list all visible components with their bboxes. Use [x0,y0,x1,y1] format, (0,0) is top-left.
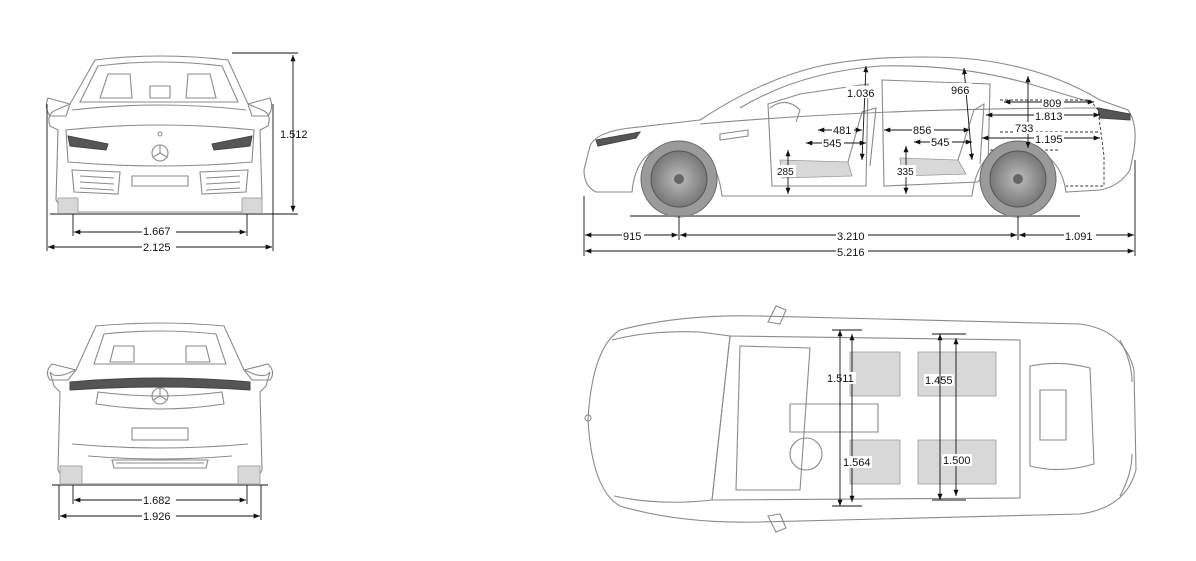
side-length-label: 5.216 [837,247,865,259]
rear-view [46,322,274,486]
top-elbow-front-label: 1.564 [843,457,871,469]
rear-wheel [979,140,1057,218]
side-seat-height-front-label: 285 [777,167,794,178]
top-shoulder-rear-label: 1.455 [925,375,953,387]
side-view [583,56,1136,218]
front-height-label: 1.512 [280,129,308,141]
side-overhang-front-label: 915 [623,231,641,243]
side-headroom-front-label: 1.036 [847,88,875,100]
front-wheel [640,140,718,218]
side-trunk-depth-label: 733 [1015,123,1033,135]
rear-width-label: 1.926 [143,511,171,523]
side-wheelbase-label: 3.210 [837,231,865,243]
side-trunk-length-label: 1.813 [1035,111,1063,123]
rear-view-dimensions: 1.682 1.926 [58,485,262,523]
side-seat-height-rear-label: 335 [897,167,914,178]
front-width-label: 2.125 [143,242,171,254]
front-track-label: 1.667 [143,226,171,238]
side-overhang-rear-label: 1.091 [1065,231,1093,243]
top-elbow-rear-label: 1.500 [943,455,971,467]
rear-track-label: 1.682 [143,495,171,507]
front-view [45,55,273,215]
side-rear-seat-h-label: 856 [913,125,931,137]
top-view [584,305,1137,533]
side-rear-seat-depth-label: 545 [931,137,949,149]
side-headroom-rear-label: 966 [951,85,969,97]
side-front-seat-depth-label: 545 [823,138,841,150]
side-trunk-h-label: 809 [1043,98,1061,110]
top-view-dimensions: 1.511 1.564 1.455 1.500 [826,329,972,507]
side-front-seat-h-label: 481 [833,125,851,137]
front-view-dimensions: 1.512 1.667 2.125 [46,52,308,254]
side-trunk-floor-label: 1.195 [1035,134,1063,146]
side-view-dimensions: 1.036 966 481 545 856 545 809 1.813 733 [583,65,1136,259]
